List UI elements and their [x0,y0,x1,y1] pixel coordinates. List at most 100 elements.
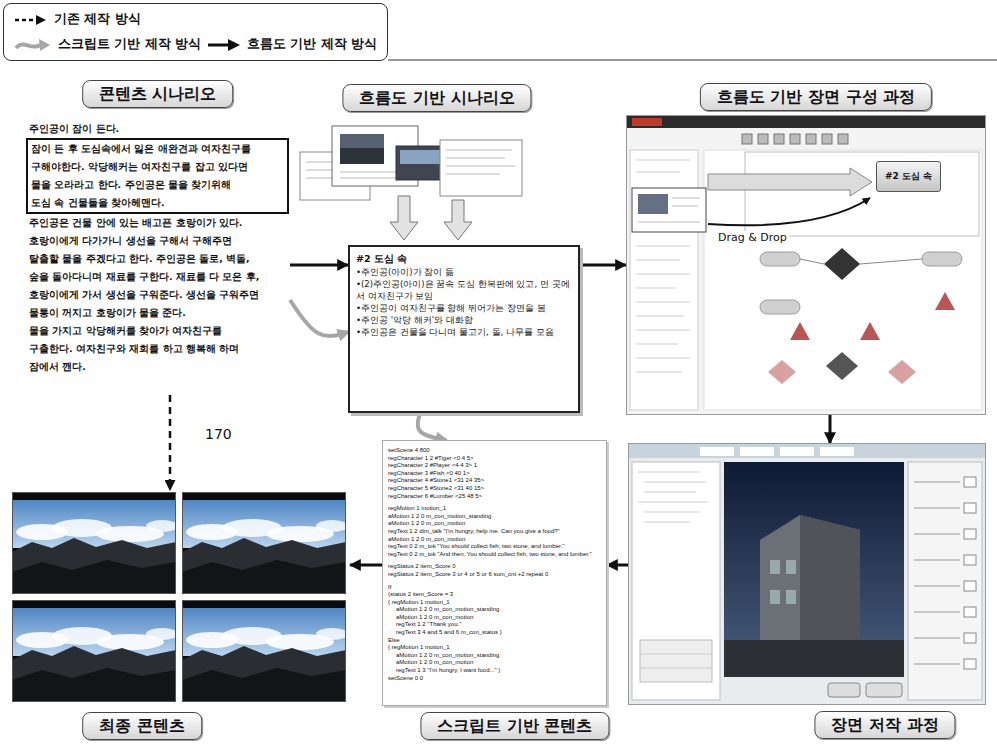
illustration-part [914,508,960,509]
final-content-images [12,492,348,702]
illustration-part [636,372,682,373]
script-line: aMotion 1 2 0 m_con_motion [388,659,601,667]
illustration-part [440,140,522,196]
scenario-line: 잠이 든 후 도심속에서 잃은 애완견과 여자친구를 [31,140,284,158]
scene-card: #2 도심 속•주인공(아이)가 잠이 듦•(2)주인공(아이)은 꿈속 도심 … [348,245,580,413]
illustration-part [12,600,178,702]
illustration-part [446,166,515,167]
scenario-thumbnails [300,126,522,240]
authoring-illustration [629,444,985,704]
illustration-part [15,18,38,21]
script-line: regText 1 2 "Thank you." [388,621,601,629]
script-line: regText 1 2 dim_talk "I'm hungry, help m… [388,528,601,536]
flow-arrow [350,564,382,567]
illustration-part [760,515,860,640]
legend-box: 기존 제작 방식 스크립트 기반 제작 방식 흐름도 기반 제작 방식 [3,3,388,61]
flow-scenario-panel: 흐름도 기반 시나리오#2 도심 속•주인공(아이)가 잠이 듦•(2)주인공(… [296,118,582,415]
illustration-part [760,252,800,266]
legend-text: 스크립트 기반 제작 방식 [58,36,201,53]
panel-heading: 장면 저작 과정 [814,711,955,739]
illustration-part [964,607,976,617]
illustration-part [914,586,960,587]
illustration-part [636,288,676,289]
illustration-part [935,292,955,310]
illustration-part [708,198,870,225]
illustration-part [636,172,680,173]
illustration-part [922,252,962,266]
illustration-part [446,174,500,175]
illustration-part [860,259,922,264]
illustration-part [964,555,976,565]
scenario-line: 구해야한다. 악당해커는 여자친구를 잡고 있다면 [31,158,284,176]
illustration-part [39,39,50,51]
script-line: regText 0 2 m_tok "And then, You should … [388,551,601,559]
script-line: aMotion 1 2 0 m_con_motion [388,520,601,528]
script-line: { regMotion 1 motion_1 [388,599,601,607]
script-line: (status 2 item_Score = 3 [388,591,601,599]
script-line: aMotion 1 2 0 m_con_motion_standing [388,652,601,660]
illustration-part [627,116,985,128]
illustration-part [636,316,684,317]
illustration-part [638,194,668,214]
illustration-part [770,560,780,574]
illustration-part [228,39,240,51]
illustration-part [644,522,690,523]
illustration-part [914,534,960,535]
script-line: If [388,584,601,592]
illustration-part [640,668,712,669]
flow-arrow [290,300,348,336]
scenario-line: 탈출할 물을 주겠다고 한다. 주인공은 돌로, 벽돌, [29,250,286,268]
illustration-part [636,344,678,345]
illustration-part [629,444,985,458]
illustration-part [636,302,690,303]
card-line: •주인공은 건물을 다니며 물고기, 돌, 나무를 모음 [356,327,572,339]
legend-row: 스크립트 기반 제작 방식 흐름도 기반 제작 방식 [14,32,377,57]
scenario-line: 도심 속 건물들을 찾아헤맨다. [31,194,284,212]
final-content-panel: 최종 콘텐츠 [10,490,350,705]
illustration-part [444,200,472,240]
illustration-part [638,222,700,223]
scenario-line: 주인공이 잠이 든다. [29,120,286,138]
legend-text: 기존 제작 방식 [54,11,141,28]
illustration-part [860,322,880,340]
panel-heading: 스크립트 기반 콘텐츠 [420,712,609,740]
card-line: •주인공(아이)가 잠이 듦 [356,267,572,279]
illustration-part [632,462,720,700]
scenario-line: 잠에서 깬다. [29,358,286,376]
chip-text: #2 도심 속 [885,171,932,182]
callout-number: 170 [205,426,232,442]
card-line: #2 도심 속 [356,252,572,265]
panel-heading: 콘텐츠 시나리오 [82,80,234,108]
illustration-part [636,358,690,359]
illustration-part [632,188,706,232]
illustration-part [182,600,348,702]
illustration-part [388,59,997,60]
scenario-line: 주인공은 건물 안에 있는 배고픈 호랑이가 있다. [29,214,286,232]
flow-arrow [580,264,626,267]
script-line: regCharacter 4 #Stone1 <31 24 35> [388,477,601,485]
script-line: regMotion 1 motion_1 [388,505,601,513]
illustration-part [400,150,444,164]
illustration-part [914,482,960,483]
flow-arrow [829,415,832,443]
illustration-part [340,134,384,164]
script-line: regCharacter 3 #Fish <0 40 1> [388,470,601,478]
legend-row: 기존 제작 방식 [14,7,377,32]
illustration-part [390,196,418,240]
script-line: setScene 4 800 [388,447,601,455]
illustration-part [640,654,712,655]
flow-arrow [290,264,348,267]
illustration-part [638,502,708,503]
illustration-part [820,447,854,456]
scenario-line: 호랑이에게 다가가니 생선을 구해서 구해주면 [29,232,286,250]
script-line: aMotion 1 2 0 m_con_motion [388,536,601,544]
illustration-part [446,150,512,151]
illustration-part [636,260,680,261]
illustration-part [770,590,780,604]
illustration-part [774,134,784,144]
script-panel: 스크립트 기반 콘텐츠setScene 4 800regCharacter 1 … [382,440,607,706]
illustration-part [708,168,872,196]
dashed-arrow-sample [14,13,48,27]
illustration-part [644,492,696,493]
